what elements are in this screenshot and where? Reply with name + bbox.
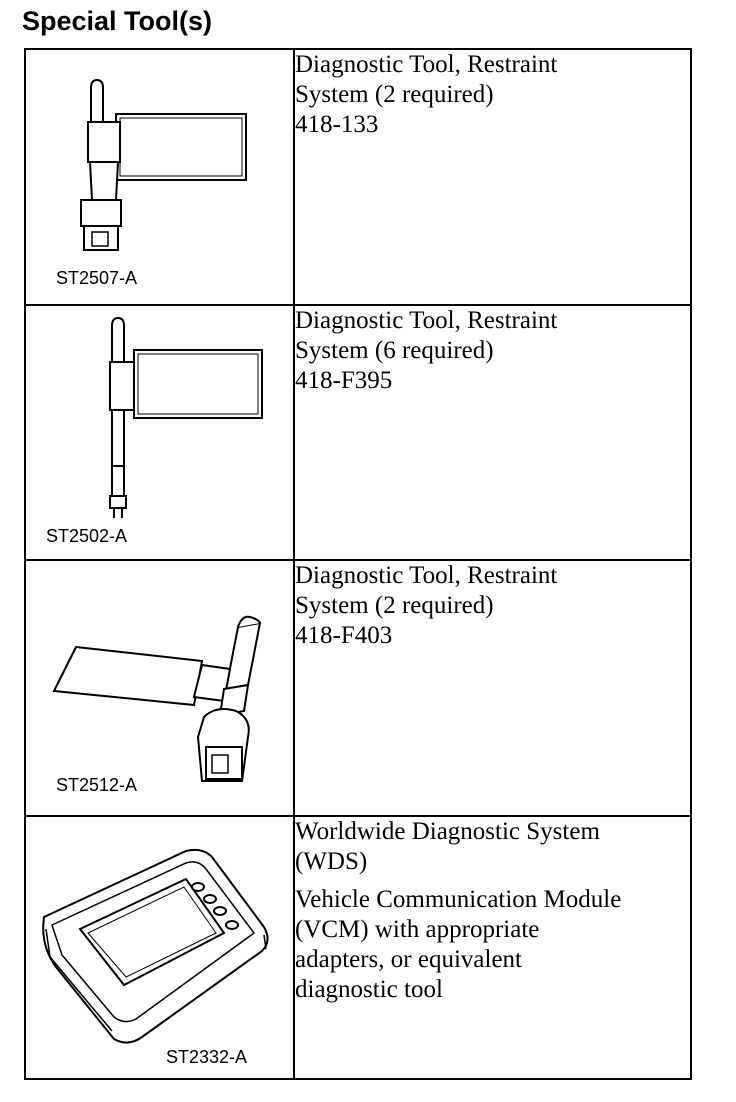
tool-description-cell: Diagnostic Tool, Restraint System (2 req…	[293, 559, 692, 817]
tool-row: ST2502-A Diagnostic Tool, Restraint Syst…	[24, 304, 692, 561]
tool-name-line: Diagnostic Tool, Restraint	[295, 307, 558, 334]
tool-description-paragraph: Vehicle Communication Module (VCM) with …	[295, 885, 690, 1005]
tool-part-number: 418-F395	[295, 367, 393, 394]
tool-description-cell: Diagnostic Tool, Restraint System (2 req…	[293, 48, 692, 306]
wds-handheld-device-drawing	[42, 848, 269, 1044]
tool-code: ST2502-A	[46, 526, 128, 546]
tool-code: ST2507-A	[56, 268, 138, 288]
tool-name-line: adapters, or equivalent	[295, 946, 522, 973]
tool-description-paragraph: Worldwide Diagnostic System (WDS)	[295, 817, 690, 877]
restraint-tool-418-f395-drawing	[109, 316, 263, 518]
restraint-tool-418-133-drawing	[80, 78, 247, 251]
tool-part-number: 418-133	[295, 111, 379, 138]
tool-name-line: Vehicle Communication Module	[295, 886, 622, 913]
tool-code: ST2332-A	[166, 1047, 248, 1067]
tool-name-line: System (2 required)	[295, 592, 494, 619]
tool-name-line: diagnostic tool	[295, 976, 443, 1003]
tool-row: ST2507-A Diagnostic Tool, Restraint Syst…	[24, 48, 692, 306]
special-tools-table: ST2507-A Diagnostic Tool, Restraint Syst…	[24, 48, 692, 1080]
section-heading: Special Tool(s)	[22, 6, 213, 36]
tool-name-line: Diagnostic Tool, Restraint	[295, 562, 558, 589]
tool-name-line: Diagnostic Tool, Restraint	[295, 51, 558, 78]
tool-illustration-cell: ST2332-A	[24, 815, 295, 1080]
tool-name-line: (VCM) with appropriate	[295, 916, 540, 943]
tool-description-cell: Diagnostic Tool, Restraint System (6 req…	[293, 304, 692, 561]
tool-name-line: System (2 required)	[295, 81, 494, 108]
tool-code: ST2512-A	[56, 775, 138, 795]
tool-part-number: 418-F403	[295, 622, 393, 649]
tool-name-line: System (6 required)	[295, 337, 494, 364]
tool-illustration-cell: ST2512-A	[24, 559, 295, 817]
tool-description-cell: Worldwide Diagnostic System (WDS) Vehicl…	[293, 815, 692, 1080]
tool-illustration-cell: ST2502-A	[24, 304, 295, 561]
tool-row: ST2512-A Diagnostic Tool, Restraint Syst…	[24, 559, 692, 817]
tool-illustration-cell: ST2507-A	[24, 48, 295, 306]
restraint-tool-418-f403-drawing	[52, 615, 262, 782]
tool-row: ST2332-A Worldwide Diagnostic System (WD…	[24, 815, 692, 1080]
tool-name-line: (WDS)	[295, 848, 368, 875]
tool-name-line: Worldwide Diagnostic System	[295, 818, 600, 845]
